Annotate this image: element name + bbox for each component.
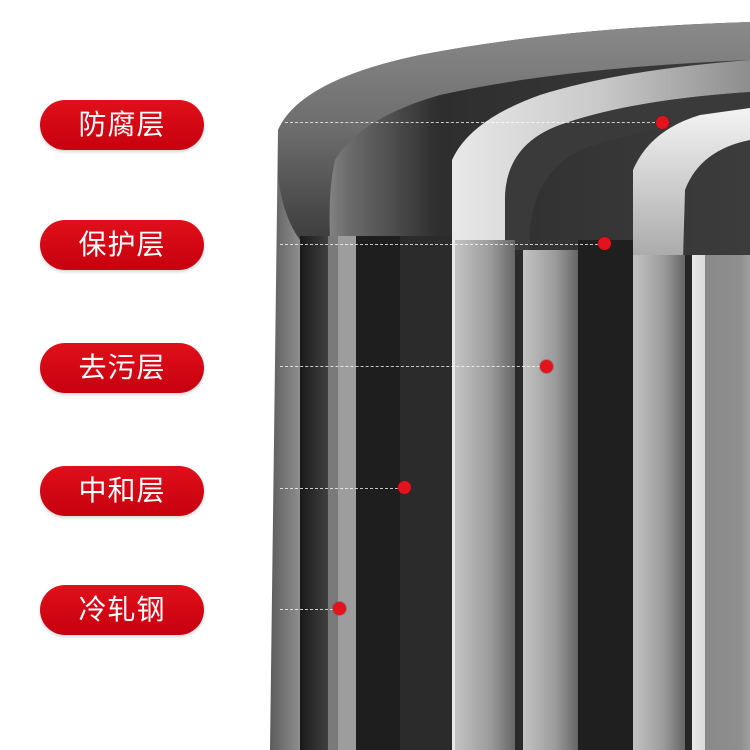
label-anticorrosion-layer: 防腐层 [40,100,204,150]
leader-line-neutralization [280,488,398,489]
leader-line-cold-rolled-steel [280,609,333,610]
leader-line-decontamination [280,366,540,367]
leader-line-anticorrosion [285,122,655,123]
marker-dot-protective [598,237,611,250]
marker-dot-neutralization [398,481,411,494]
marker-dot-decontamination [540,360,553,373]
leader-line-protective [280,244,598,245]
label-neutralization-layer: 中和层 [40,466,204,516]
marker-dot-anticorrosion [656,116,669,129]
marker-dot-cold-rolled-steel [333,602,346,615]
label-protective-layer: 保护层 [40,220,204,270]
label-cold-rolled-steel-layer: 冷轧钢 [40,585,204,635]
label-decontamination-layer: 去污层 [40,343,204,393]
